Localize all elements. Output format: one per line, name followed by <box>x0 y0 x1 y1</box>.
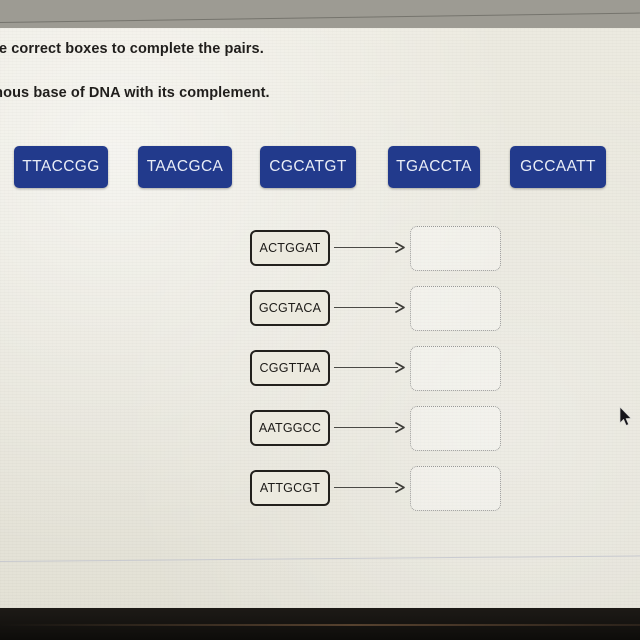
source-sequence-label: CGGTTAA <box>259 361 321 375</box>
source-sequence-label: ACTGGAT <box>259 241 321 255</box>
answer-tile-ttaccgg[interactable]: TTACCGG <box>14 146 108 188</box>
right-arrow-icon <box>334 302 406 313</box>
drop-target-box[interactable] <box>410 286 501 331</box>
match-row: CGGTTAA <box>0 346 640 406</box>
drop-target-box[interactable] <box>410 226 501 271</box>
match-row-list: ACTGGAT GCGTACA <box>0 226 640 526</box>
source-sequence-box: GCGTACA <box>250 290 330 326</box>
arrow-shaft <box>334 247 398 248</box>
arrow-shaft <box>334 427 398 428</box>
answer-tile-cgcatgt[interactable]: CGCATGT <box>260 146 356 188</box>
drop-target-box[interactable] <box>410 346 501 391</box>
answer-tile-label: TGACCTA <box>396 158 472 175</box>
drop-target-box[interactable] <box>410 406 501 451</box>
arrow-shaft <box>334 487 398 488</box>
match-row: ATTGCGT <box>0 466 640 526</box>
arrow-shaft <box>334 307 398 308</box>
right-arrow-icon <box>334 362 406 373</box>
answer-tile-label: TAACGCA <box>146 158 224 175</box>
arrow-head <box>395 242 406 253</box>
page-divider-line <box>0 555 640 562</box>
answer-tile-tgaccta[interactable]: TGACCTA <box>388 146 480 188</box>
arrow-head <box>395 302 406 313</box>
answer-tile-label: TTACCGG <box>22 158 100 175</box>
right-arrow-icon <box>334 422 406 433</box>
instruction-line-2: enous base of DNA with its complement. <box>0 85 270 102</box>
match-row: AATGGCC <box>0 406 640 466</box>
monitor-bezel-bottom-highlight <box>0 624 640 626</box>
source-sequence-box: ATTGCGT <box>250 470 330 506</box>
answer-tile-taacgca[interactable]: TAACGCA <box>138 146 232 188</box>
arrow-head <box>395 362 406 373</box>
right-arrow-icon <box>334 242 406 253</box>
source-sequence-label: AATGGCC <box>258 421 322 435</box>
instruction-text-block: he correct boxes to complete the pairs. … <box>0 40 520 102</box>
arrow-shaft <box>334 367 398 368</box>
source-sequence-box: CGGTTAA <box>250 350 330 386</box>
arrow-head <box>395 482 406 493</box>
source-sequence-box: AATGGCC <box>250 410 330 446</box>
match-row: GCGTACA <box>0 286 640 346</box>
source-sequence-label: ATTGCGT <box>259 481 321 495</box>
answer-tile-label: CGCATGT <box>269 158 347 175</box>
source-sequence-label: GCGTACA <box>258 301 322 315</box>
arrow-head <box>395 422 406 433</box>
drop-target-box[interactable] <box>410 466 501 511</box>
right-arrow-icon <box>334 482 406 493</box>
answer-tile-label: GCCAATT <box>520 158 596 175</box>
answer-tile-gccaatt[interactable]: GCCAATT <box>510 146 606 188</box>
answer-tile-bank: TTACCGG TAACGCA CGCATGT TGACCTA GCCAATT <box>0 146 640 188</box>
source-sequence-box: ACTGGAT <box>250 230 330 266</box>
instruction-line-1: he correct boxes to complete the pairs. <box>0 41 264 57</box>
match-row: ACTGGAT <box>0 226 640 286</box>
